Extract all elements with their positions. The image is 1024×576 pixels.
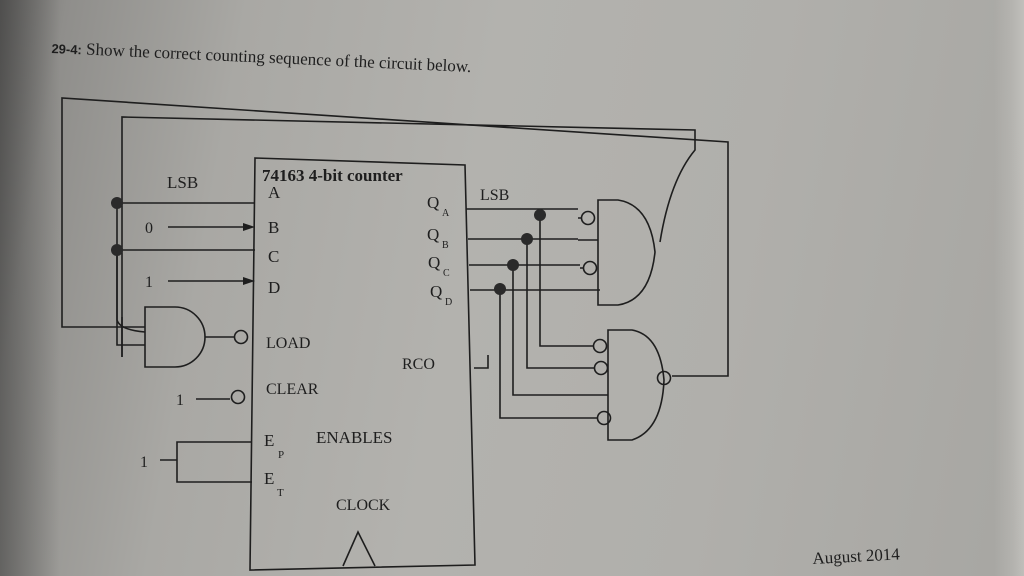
enable-t-subscript: T	[277, 487, 284, 499]
input-b-label: B	[268, 218, 279, 237]
clear-input-value: 1	[176, 392, 184, 409]
junction-qd	[494, 283, 506, 295]
wire-tap-qa	[539, 215, 593, 347]
upper-and-gate	[597, 199, 656, 306]
clock-input-triangle	[342, 530, 376, 567]
lower-gate-bubble-1	[592, 338, 608, 354]
junction-a	[111, 197, 123, 209]
enables-label: ENABLES	[316, 428, 393, 447]
counter-title: 74163 4-bit counter	[262, 166, 403, 185]
output-qa-subscript: A	[442, 208, 450, 219]
wire-feedback-outer	[61, 97, 729, 377]
output-qa-label: Q	[427, 193, 439, 212]
input-c-label: C	[268, 247, 279, 266]
output-qd-label: Q	[430, 282, 442, 301]
counter-chip-body	[249, 157, 476, 571]
upper-gate-bubble-2	[582, 260, 598, 276]
load-inverter-bubble	[233, 329, 249, 345]
wire-feedback-inner	[121, 116, 696, 357]
clock-label: CLOCK	[336, 497, 391, 514]
arrow-b	[243, 223, 255, 231]
upper-gate-bubble-1	[580, 210, 596, 226]
wire-upper-gate-inputs	[578, 217, 598, 269]
enable-p-subscript: P	[278, 449, 284, 461]
lsb-right-label: LSB	[480, 187, 509, 204]
enable-input-value: 1	[140, 454, 148, 471]
page-shadow	[0, 0, 60, 576]
clear-inverter-bubble	[230, 389, 246, 405]
junction-qc	[507, 259, 519, 271]
wire-tap-qb	[526, 239, 594, 369]
lower-and-gate	[607, 329, 665, 441]
wire-load-in-2	[116, 250, 145, 346]
lower-gate-bubble-3	[596, 410, 612, 426]
junction-c	[111, 244, 123, 256]
wire-rco	[474, 355, 489, 369]
page-edge	[994, 0, 1024, 576]
wire-tap-qc	[512, 265, 608, 396]
enable-p-label: E	[264, 431, 274, 450]
junction-qb	[521, 233, 533, 245]
output-qd-subscript: D	[445, 297, 452, 308]
output-qc-label: Q	[428, 253, 440, 272]
rco-label: RCO	[402, 356, 435, 373]
wire-tap-qd	[499, 289, 597, 419]
load-nand-gate	[144, 306, 206, 368]
d-input-value: 1	[145, 274, 153, 291]
input-d-label: D	[268, 278, 280, 297]
output-qb-subscript: B	[442, 240, 449, 251]
junction-qa	[534, 209, 546, 221]
clear-label: CLEAR	[266, 381, 319, 398]
output-qc-subscript: C	[443, 268, 450, 279]
output-qb-label: Q	[427, 225, 439, 244]
lsb-left-label: LSB	[167, 173, 198, 192]
input-a-label: A	[268, 183, 281, 202]
arrow-d	[243, 277, 255, 285]
wire-enables	[160, 441, 252, 483]
lower-gate-output-bubble	[656, 370, 672, 386]
b-input-value: 0	[145, 220, 153, 237]
lower-gate-bubble-2	[593, 360, 609, 376]
load-label: LOAD	[266, 335, 310, 352]
enable-t-label: E	[264, 469, 274, 488]
